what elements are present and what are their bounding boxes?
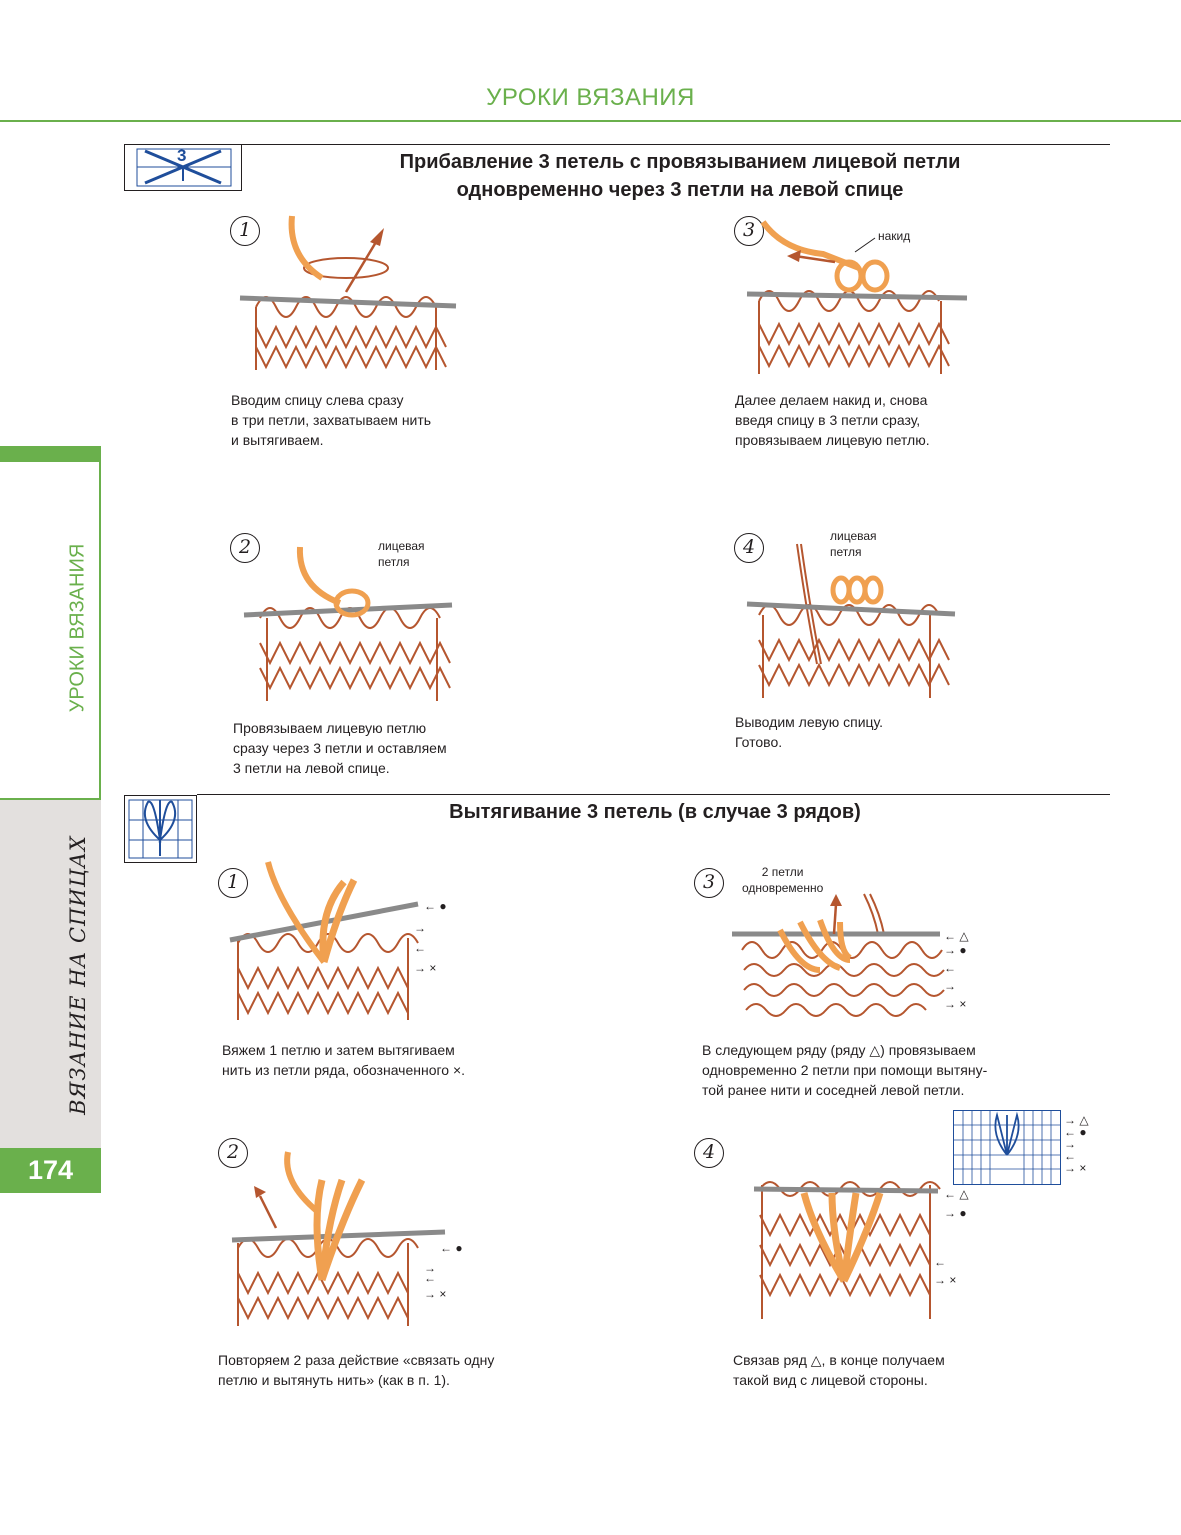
left-arrow-icon: ← — [1064, 1125, 1076, 1139]
dot-icon: ● — [959, 943, 967, 957]
s2-step3-caption: В следующем ряду (ряду △) провязываем од… — [702, 1042, 988, 1098]
section2-icon — [124, 795, 197, 863]
cross-icon: × — [429, 961, 437, 975]
s2-step4-chart-mark-arrow-r: → — [1064, 1137, 1076, 1151]
s1-step4-illustration — [746, 543, 956, 698]
right-arrow-icon: → — [944, 943, 956, 957]
left-arrow-icon: ← — [440, 1241, 452, 1255]
s2-step1-mark-arrow-l: ← — [414, 941, 426, 955]
s1-step4-callout: лицевая петля — [830, 529, 877, 559]
s2-step1-mark-cross: → × — [414, 962, 436, 974]
sidebar-book-tab — [0, 800, 101, 1148]
s1-step2-callout: лицевая петля — [378, 539, 425, 569]
s1-step3-callout: накид — [878, 229, 911, 243]
right-arrow-icon: → — [944, 1206, 956, 1220]
s2-step1-illustration — [229, 861, 419, 1020]
s2-step4-chart-mark-tri: → △ — [1064, 1114, 1089, 1126]
s2-step2-caption: Повторяем 2 раза действие «связать одну … — [218, 1352, 495, 1388]
section1-icon: 3 — [124, 144, 242, 191]
left-arrow-icon: ← — [944, 1187, 956, 1201]
s2-step4-illustration — [753, 1181, 941, 1319]
s1-step3-illustration — [746, 220, 968, 374]
s2-step3-mark-tri: ← △ — [944, 930, 969, 942]
s1-step1-illustration — [239, 215, 457, 370]
running-head: УРОКИ ВЯЗАНИЯ — [486, 84, 695, 111]
s2-step4-chart-mark-arrow-l: ← — [1064, 1149, 1076, 1163]
section2-rule — [197, 794, 1110, 795]
s2-step2-mark-arrow-l: ← — [424, 1271, 436, 1285]
s2-step2-mark-dot: ← ● — [440, 1242, 463, 1254]
right-arrow-icon: → — [934, 1273, 946, 1287]
s2-step1-number: 1 — [218, 868, 248, 898]
s2-step4-chart — [953, 1110, 1061, 1185]
s1-step2-caption: Провязываем лицевую петлю сразу через 3 … — [233, 720, 447, 776]
cross-icon: × — [959, 997, 967, 1011]
cross-icon: × — [439, 1287, 447, 1301]
s2-step4-mark-arrow-l: ← — [934, 1255, 946, 1269]
s1-step3-caption: Далее делаем накид и, снова введя спицу … — [735, 392, 930, 448]
s2-step4-mark-cross: → × — [934, 1274, 956, 1286]
s2-step3-mark-cross: → × — [944, 998, 966, 1010]
triangle-icon: △ — [1079, 1113, 1089, 1127]
s2-step4-caption: Связав ряд △, в конце получаем такой вид… — [733, 1352, 945, 1388]
dot-icon: ● — [1079, 1125, 1087, 1139]
s2-step4-chart-mark-dot: ← ● — [1064, 1126, 1087, 1138]
section1-title-line2: одновременно через 3 петли на левой спиц… — [456, 179, 904, 201]
s2-step4-chart-mark-cross: → × — [1064, 1162, 1086, 1174]
right-arrow-icon: → — [414, 961, 426, 975]
s1-step1-number: 1 — [230, 216, 260, 246]
s2-step3-number: 3 — [694, 868, 724, 898]
sidebar-book-label: ВЯЗАНИЕ НА СПИЦАХ — [66, 835, 90, 1115]
s2-step2-illustration — [231, 1151, 446, 1326]
s1-step1-caption: Вводим спицу слева сразу в три петли, за… — [231, 392, 432, 448]
s2-step4-mark-tri: ← △ — [944, 1188, 969, 1200]
s2-step4-mark-dot: → ● — [944, 1207, 967, 1219]
section1-title-line1: Прибавление 3 петель с провязыванием лиц… — [399, 151, 961, 173]
s2-step3-mark-dot: → ● — [944, 944, 967, 956]
s2-step1-caption: Вяжем 1 петлю и затем вытягиваем нить из… — [222, 1042, 466, 1078]
s2-step2-mark-cross: → × — [424, 1288, 446, 1300]
section1-title: Прибавление 3 петель с провязыванием лиц… — [330, 148, 1030, 204]
s2-step2-number: 2 — [218, 1138, 248, 1168]
cross-icon: × — [1079, 1161, 1087, 1175]
right-arrow-icon: → — [1064, 1161, 1076, 1175]
s2-step3-mark-arrow-l: ← — [944, 961, 956, 975]
s2-step1-mark-dot: ← ● — [424, 900, 447, 912]
right-arrow-icon: → — [424, 1287, 436, 1301]
header-rule — [0, 120, 1181, 122]
s1-step2-number: 2 — [230, 533, 260, 563]
s1-step4-caption: Выводим левую спицу. Готово. — [735, 714, 884, 750]
right-arrow-icon: → — [1064, 1113, 1076, 1127]
dot-icon: ● — [439, 899, 447, 913]
s1-step2-illustration — [243, 546, 453, 701]
triangle-icon: △ — [959, 1187, 969, 1201]
section1-rule — [242, 144, 1110, 145]
right-arrow-icon: → — [944, 997, 956, 1011]
s1-step4-number: 4 — [734, 533, 764, 563]
left-arrow-icon: ← — [424, 899, 436, 913]
sidebar-section-tab — [0, 446, 101, 800]
s2-step1-mark-arrow-r: → — [414, 921, 426, 935]
s2-step3-illustration — [732, 893, 945, 1017]
s2-step4-number: 4 — [694, 1138, 724, 1168]
s2-step2-mark-arrow-r: → — [424, 1261, 436, 1275]
dot-icon: ● — [959, 1206, 967, 1220]
page-number: 174 — [0, 1148, 101, 1193]
triangle-icon: △ — [959, 929, 969, 943]
cross-icon: × — [949, 1273, 957, 1287]
dot-icon: ● — [455, 1241, 463, 1255]
s2-step3-callout: 2 петли одновременно — [742, 865, 824, 895]
section1-icon-number: 3 — [177, 146, 187, 165]
s2-step3-mark-arrow-r: → — [944, 979, 956, 993]
left-arrow-icon: ← — [944, 929, 956, 943]
s1-step3-number: 3 — [734, 216, 764, 246]
sidebar-section-label: УРОКИ ВЯЗАНИЯ — [66, 543, 89, 713]
section2-title: Вытягивание 3 петель (в случае 3 рядов) — [449, 801, 861, 823]
